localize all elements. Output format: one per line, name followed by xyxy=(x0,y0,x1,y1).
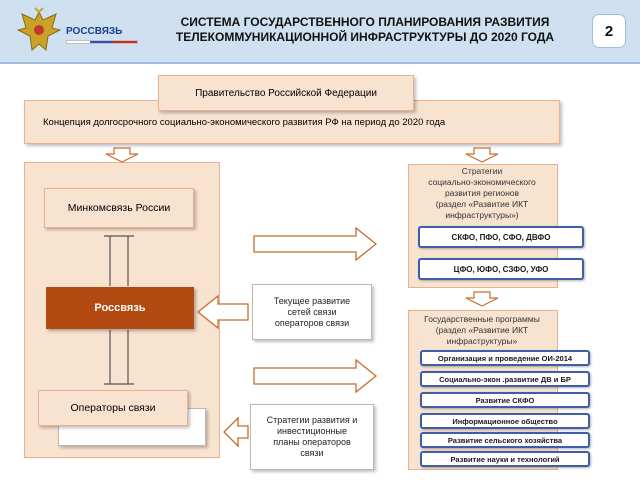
rossvyaz-box: Россвязь xyxy=(46,287,194,329)
title-line-1: СИСТЕМА ГОСУДАРСТВЕННОГО ПЛАНИРОВАНИЯ РА… xyxy=(180,15,550,29)
right-arrow-upper-icon xyxy=(253,226,378,262)
district-group-1: СКФО, ПФО, СФО, ДВФО xyxy=(418,226,584,248)
current-line: операторов связи xyxy=(274,317,350,328)
double-headed-eagle-icon xyxy=(16,7,62,51)
current-line: Текущее развитие xyxy=(273,295,351,306)
left-arrow-strategies-icon xyxy=(223,416,249,448)
operators-box: Операторы связи xyxy=(38,390,188,426)
brand-name: РОССВЯЗЬ xyxy=(66,26,123,37)
programs-label-line: инфраструктуры» xyxy=(446,336,518,346)
program-item: Информационное общество xyxy=(420,413,590,429)
page-title: СИСТЕМА ГОСУДАРСТВЕННОГО ПЛАНИРОВАНИЯ РА… xyxy=(150,15,580,45)
regions-label-line: Стратегии xyxy=(461,166,503,176)
program-item: Социально-экон .развитие ДВ и БР xyxy=(420,371,590,387)
strategies-line: связи xyxy=(300,448,324,458)
current-development-box: Текущее развитие сетей связи операторов … xyxy=(252,284,372,340)
down-arrow-left-icon xyxy=(105,147,139,163)
regions-label-line: (раздел «Развитие ИКТ xyxy=(435,199,529,209)
down-arrow-middle-icon xyxy=(465,291,499,307)
current-line: сетей связи xyxy=(287,306,337,317)
strategies-line: планы операторов xyxy=(273,437,351,447)
regions-label-line: социально-экономического xyxy=(428,177,536,187)
program-item: Развитие сельского хозяйства xyxy=(420,432,590,448)
down-arrow-right-icon xyxy=(465,147,499,163)
strategies-line: инвестиционные xyxy=(277,426,347,436)
russian-flag-stripe xyxy=(66,40,138,44)
right-arrow-lower-icon xyxy=(253,358,378,394)
ministry-box: Минкомсвязь России xyxy=(44,188,194,228)
regional-strategies-label: Стратегии социально-экономического разви… xyxy=(412,166,552,221)
government-box: Правительство Российской Федерации xyxy=(158,75,414,111)
program-item: Развитие науки и технологий xyxy=(420,451,590,467)
regions-label-line: развития регионов xyxy=(444,188,520,198)
program-item: Организация и проведение ОИ-2014 xyxy=(420,350,590,366)
programs-label-line: Государственные программы xyxy=(424,314,540,324)
district-group-2: ЦФО, ЮФО, СЗФО, УФО xyxy=(418,258,584,280)
regions-label-line: инфраструктуры») xyxy=(445,210,519,220)
state-programs-label: Государственные программы (раздел «Разви… xyxy=(412,314,552,347)
programs-label-line: (раздел «Развитие ИКТ xyxy=(435,325,529,335)
header-bar xyxy=(0,0,640,64)
page-number-badge: 2 xyxy=(592,14,626,48)
strategies-line: Стратегии развития и xyxy=(266,415,358,425)
program-item: Развитие СКФО xyxy=(420,392,590,408)
operator-strategies-box: Стратегии развития и инвестиционные план… xyxy=(250,404,374,470)
title-line-2: ТЕЛЕКОММУНИКАЦИОННОЙ ИНФРАСТРУКТУРЫ ДО 2… xyxy=(175,30,555,44)
